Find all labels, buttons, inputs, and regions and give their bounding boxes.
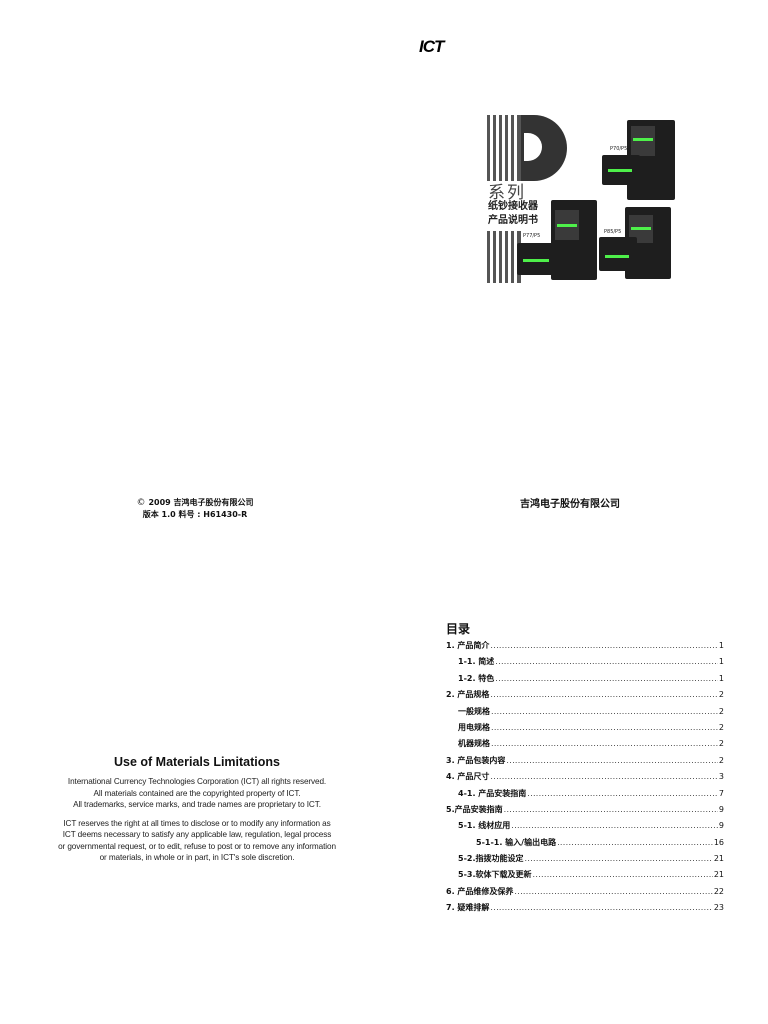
toc-leader-dots — [491, 723, 718, 732]
manual-subtitle: 产品说明书 — [488, 215, 538, 226]
toc-leader-dots — [514, 887, 712, 896]
toc-entry-label: 2. 产品规格 — [446, 690, 490, 700]
toc-entry-page: 9 — [718, 804, 724, 814]
toc-leader-dots — [557, 838, 713, 847]
toc-entry-label: 5-1. 线材应用 — [458, 821, 511, 831]
toc-entry-page: 2 — [718, 755, 724, 765]
toc-leader-dots — [490, 690, 718, 699]
toc-entry-page: 2 — [718, 722, 724, 732]
toc-entry[interactable]: 4. 产品尺寸 3 — [446, 771, 724, 787]
toc-entry-page: 2 — [718, 739, 724, 749]
toc-leader-dots — [490, 903, 712, 912]
toc-leader-dots — [506, 756, 718, 765]
toc-leader-dots — [490, 772, 718, 781]
toc-entry[interactable]: 机器规格 2 — [446, 738, 724, 754]
toc-leader-dots — [495, 674, 718, 683]
device-image — [517, 243, 557, 275]
device-label: P77/P5 — [523, 233, 541, 239]
toc-leader-dots — [511, 821, 718, 830]
toc-entry[interactable]: 一般规格 2 — [446, 706, 724, 722]
toc-entry-label: 1-1. 简述 — [458, 657, 495, 667]
toc-leader-dots — [495, 657, 718, 666]
toc-entry[interactable]: 5-1-1. 输入/输出电路 16 — [446, 837, 724, 853]
device-image — [627, 120, 675, 200]
table-of-contents: 1. 产品简介11-1. 简述11-2. 特色12. 产品规格2一般规格2用电规… — [446, 640, 724, 919]
toc-entry-page: 1 — [718, 657, 724, 667]
toc-entry-page: 2 — [718, 690, 724, 700]
materials-limitations: Use of Materials Limitations Internation… — [50, 755, 344, 864]
limitations-paragraph: International Currency Technologies Corp… — [67, 777, 327, 809]
toc-entry-label: 4-1. 产品安装指南 — [458, 788, 527, 798]
toc-entry-page: 2 — [718, 706, 724, 716]
toc-leader-dots — [504, 805, 718, 814]
series-title: 系列 — [488, 183, 526, 203]
toc-entry-page: 7 — [718, 788, 724, 798]
toc-entry[interactable]: 1-1. 简述 1 — [446, 656, 724, 672]
toc-entry[interactable]: 2. 产品规格 2 — [446, 689, 724, 705]
toc-leader-dots — [491, 707, 718, 716]
copyright-block: ©2009 吉鸿电子股份有限公司 版本 1.0 料号 : H61430-R — [110, 497, 280, 520]
toc-entry-label: 4. 产品尺寸 — [446, 772, 490, 782]
toc-entry-label: 6. 产品维修及保养 — [446, 886, 514, 896]
toc-entry-label: 机器规格 — [458, 739, 490, 749]
toc-entry-page: 1 — [718, 673, 724, 683]
toc-leader-dots — [525, 854, 713, 863]
toc-leader-dots — [491, 739, 718, 748]
device-label: P85/P5 — [604, 229, 622, 235]
device-image — [551, 200, 597, 280]
cover-graphic: 系列 纸钞接收器 产品说明书 P70/P5 P77/P5 P85/P5 — [487, 115, 683, 283]
device-image — [599, 237, 637, 271]
product-subtitle: 纸钞接收器 — [488, 201, 538, 212]
toc-entry[interactable]: 7. 疑难排解 23 — [446, 902, 724, 918]
toc-entry[interactable]: 1-2. 特色 1 — [446, 673, 724, 689]
toc-entry-page: 21 — [713, 854, 724, 864]
toc-entry-page: 22 — [713, 886, 724, 896]
toc-entry-label: 5.产品安装指南 — [446, 804, 503, 814]
toc-entry[interactable]: 4-1. 产品安装指南 7 — [446, 788, 724, 804]
toc-entry-page: 23 — [713, 903, 724, 913]
toc-entry[interactable]: 6. 产品维修及保养 22 — [446, 886, 724, 902]
toc-entry[interactable]: 1. 产品简介 1 — [446, 640, 724, 656]
version-line: 版本 1.0 料号 : H61430-R — [142, 510, 248, 519]
copyright-line: 2009 吉鸿电子股份有限公司 — [148, 498, 254, 507]
limitations-paragraph: ICT reserves the right at all times to d… — [58, 818, 336, 863]
limitations-title: Use of Materials Limitations — [113, 755, 280, 769]
toc-entry-label: 5-3.软体下载及更新 — [458, 870, 532, 880]
device-image — [602, 155, 640, 185]
toc-entry-label: 5-2.指拨功能设定 — [458, 854, 524, 864]
ict-logo: ICT — [419, 37, 444, 56]
toc-entry[interactable]: 5-3.软体下载及更新 21 — [446, 869, 724, 885]
toc-entry-page: 9 — [718, 821, 724, 831]
company-name: 吉鸿电子股份有限公司 — [520, 499, 620, 510]
toc-entry[interactable]: 5-2.指拨功能设定 21 — [446, 853, 724, 869]
device-label: P70/P5 — [610, 146, 628, 152]
toc-entry[interactable]: 用电规格 2 — [446, 722, 724, 738]
toc-entry-page: 21 — [713, 870, 724, 880]
toc-leader-dots — [490, 641, 718, 650]
toc-entry[interactable]: 3. 产品包装内容 2 — [446, 755, 724, 771]
toc-entry-page: 16 — [713, 837, 724, 847]
toc-entry-page: 3 — [718, 772, 724, 782]
toc-entry-label: 1-2. 特色 — [458, 673, 495, 683]
toc-leader-dots — [533, 870, 713, 879]
copyright-icon: © — [136, 498, 146, 508]
toc-entry-label: 1. 产品简介 — [446, 641, 490, 650]
toc-entry-label: 3. 产品包装内容 — [446, 755, 506, 765]
toc-entry-label: 用电规格 — [458, 722, 490, 732]
toc-entry-page: 1 — [718, 641, 724, 650]
toc-leader-dots — [527, 789, 718, 798]
toc-entry-label: 一般规格 — [458, 706, 490, 716]
toc-entry[interactable]: 5.产品安装指南 9 — [446, 804, 724, 820]
toc-entry-label: 5-1-1. 输入/输出电路 — [476, 837, 557, 847]
toc-entry[interactable]: 5-1. 线材应用 9 — [446, 820, 724, 836]
toc-entry-label: 7. 疑难排解 — [446, 903, 490, 913]
toc-title: 目录 — [446, 622, 471, 636]
